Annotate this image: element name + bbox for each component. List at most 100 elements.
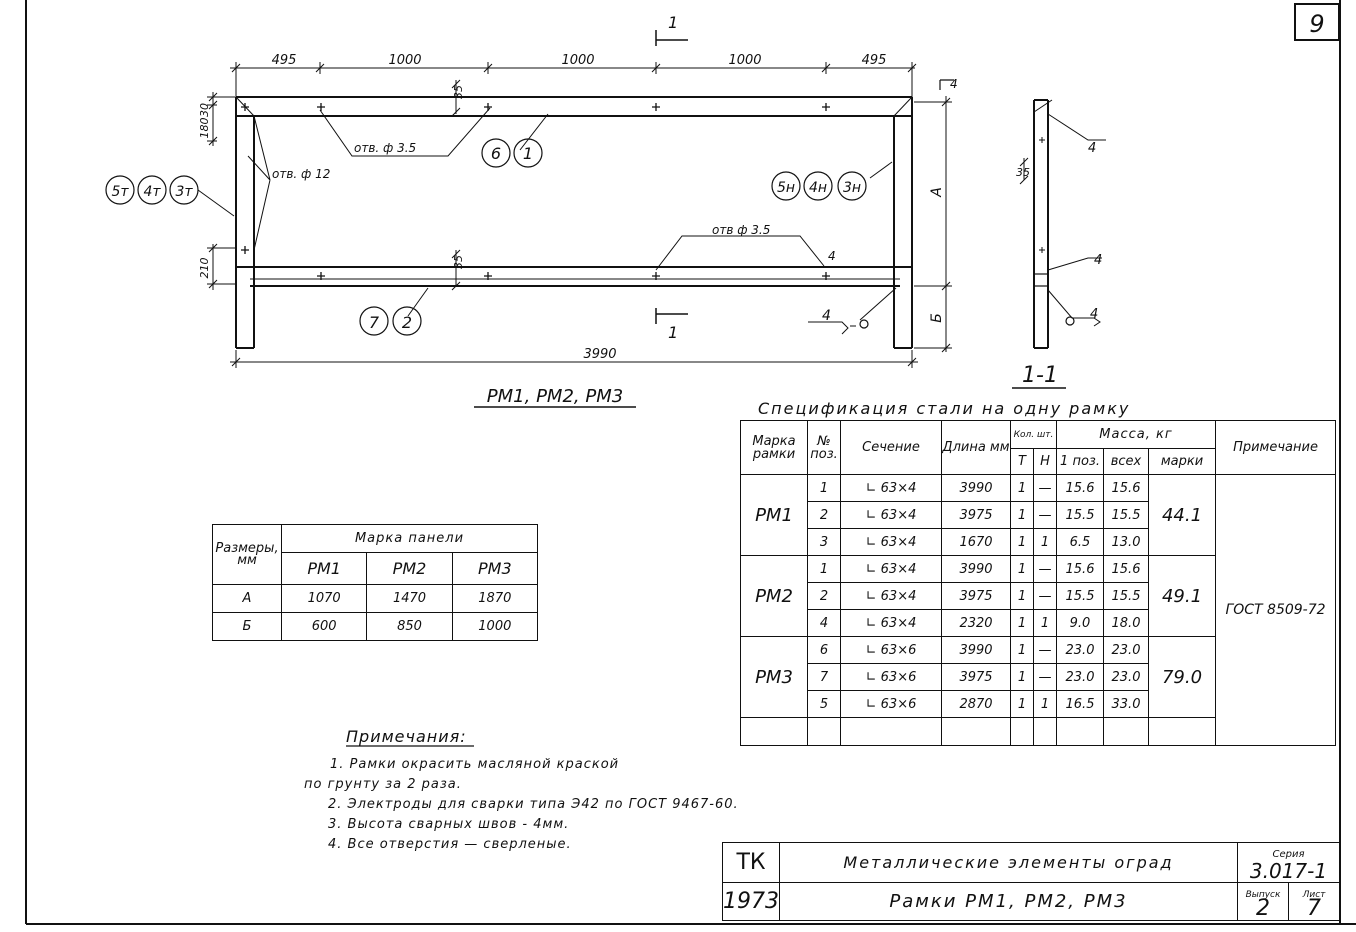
spec-h-mark: Марка рамки [740,420,808,475]
title-issue: 2 [1256,895,1270,921]
spec-length: 3990 [941,474,1011,502]
dim-table-cell: 600 [280,612,368,641]
spec-length: 1670 [941,528,1011,556]
dim-top-1: 1000 [388,53,421,68]
spec-pos: 4 [807,609,841,637]
spec-mass-all: 15.5 [1103,582,1149,610]
spec-qty-n: — [1033,474,1057,502]
weld-label-mid: 4 [828,249,836,263]
hole-marks [241,103,830,280]
spec-empty-cell [840,717,942,746]
spec-qty-t: 1 [1010,582,1034,610]
spec-h-mass-all: всех [1103,448,1149,475]
title-series: 3.017-1 [1249,858,1328,883]
spec-qty-t: 1 [1010,528,1034,556]
spec-mark: РМ2 [740,555,808,637]
note-line-2: 2. Электроды для сварки типа Э42 по ГОСТ… [328,797,739,812]
hole-note-35-mid: отв ф 3.5 [712,223,770,237]
hole-note-12: отв. ф 12 [272,167,330,181]
spec-mass-pos: 15.5 [1056,501,1104,529]
spec-qty-n: — [1033,663,1057,691]
title-org: ТК [722,842,780,883]
spec-note: ГОСТ 8509-72 [1215,474,1336,746]
spec-mass-mark: 44.1 [1148,474,1216,556]
weld-label-top-right: 4 [950,77,958,91]
spec-mass-all: 18.0 [1103,609,1149,637]
spec-pos: 1 [807,474,841,502]
dim-top-4: 495 [862,53,887,68]
spec-h-section: Сечение [840,420,942,475]
spec-mass-all: 23.0 [1103,636,1149,664]
dim-left-180: 180 [198,118,211,139]
spec-mass-all: 15.6 [1103,555,1149,583]
spec-mass-pos: 23.0 [1056,663,1104,691]
callout-right-2: 3н [843,180,861,196]
spec-length: 2320 [941,609,1011,637]
spec-pos: 5 [807,690,841,718]
spec-mass-all: 33.0 [1103,690,1149,718]
spec-empty-cell [1103,717,1149,746]
spec-qty-n: — [1033,636,1057,664]
section-weld-top: 4 [1088,141,1096,156]
spec-mark: РМ3 [740,636,808,718]
callout-left-2: 3т [175,184,193,200]
spec-mass-pos: 6.5 [1056,528,1104,556]
dim-total: 3990 [583,347,616,362]
callout-bubbles [105,138,867,336]
spec-pos: 1 [807,555,841,583]
spec-section: ∟ 63×4 [840,501,942,529]
spec-h-mass: Масса, кг [1056,420,1216,449]
spec-empty-cell [941,717,1011,746]
spec-qty-t: 1 [1010,474,1034,502]
spec-qty-n: 1 [1033,690,1057,718]
notes-title: Примечания: [346,727,467,746]
spec-h-qty-t: Т [1010,448,1034,475]
dimension-chain-top [230,62,917,98]
title-sheet: 7 [1307,895,1321,921]
spec-mass-all: 13.0 [1103,528,1149,556]
title-issue-label: Выпуск [1245,889,1281,900]
spec-empty-cell [807,717,841,746]
dim-top-0: 495 [272,53,297,68]
note-line-4: 4. Все отверстия — сверленые. [328,837,572,852]
spec-pos: 3 [807,528,841,556]
dim-table-cell: 1070 [280,584,368,613]
callout-top-0: 6 [491,144,501,163]
spec-section: ∟ 63×4 [840,555,942,583]
spec-h-qty: Кол. шт. [1010,420,1057,449]
spec-qty-n: 1 [1033,528,1057,556]
title-year: 1973 [722,882,780,921]
dimension-left [207,92,235,290]
spec-qty-n: — [1033,555,1057,583]
spec-length: 3975 [941,582,1011,610]
dim-table-cell: 1470 [366,584,453,613]
dim-35-mid: 35 [452,255,465,269]
spec-empty-cell [1010,717,1034,746]
spec-table: Марка рамки № поз. Сечение Длина мм Кол.… [740,420,1336,746]
weld-label-bottom: 4 [822,308,831,324]
spec-h-qty-n: Н [1033,448,1057,475]
title-block: ТК Металлические элементы оград Серия 3.… [722,842,1340,921]
spec-h-mass-mark: марки [1148,448,1216,475]
spec-mass-pos: 15.6 [1056,474,1104,502]
note-line-1: по грунту за 2 раза. [304,777,462,792]
section-weld-bottom: 4 [1090,307,1098,322]
section-cut-marks [655,30,688,324]
spec-length: 3990 [941,636,1011,664]
spec-length: 2870 [941,690,1011,718]
spec-pos: 2 [807,501,841,529]
callout-left-1: 4т [143,184,161,200]
spec-mass-mark: 79.0 [1148,636,1216,718]
spec-pos: 7 [807,663,841,691]
section-mark-bottom: 1 [668,323,678,342]
dim-table-group-header: Марка панели [281,524,538,553]
spec-qty-n: — [1033,501,1057,529]
hole-note-35-top: отв. ф 3.5 [354,141,416,155]
dim-table-row-label: А [212,584,282,613]
dimension-right [914,79,954,353]
dimension-overall [230,350,918,368]
spec-mass-pos: 16.5 [1056,690,1104,718]
dim-table-cell: 1000 [451,612,539,641]
spec-section: ∟ 63×4 [840,582,942,610]
